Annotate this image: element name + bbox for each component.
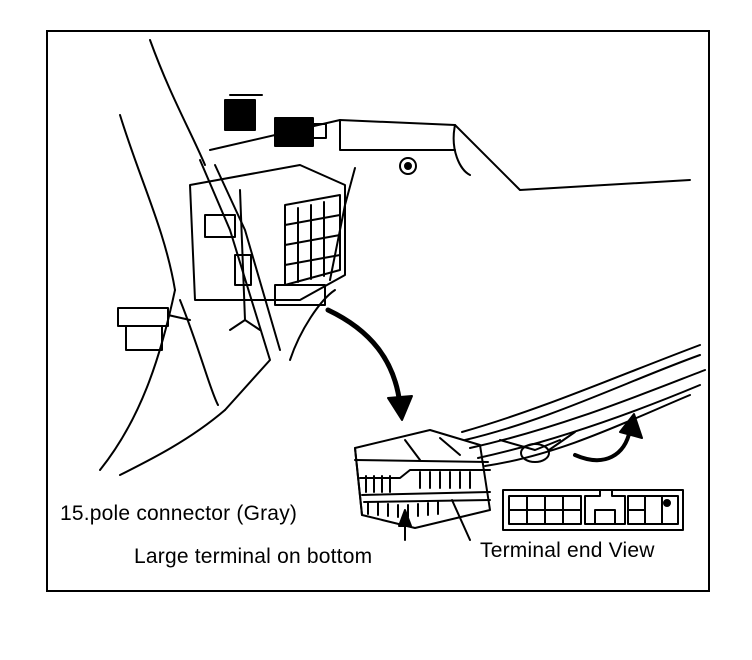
wire-harness — [461, 344, 706, 467]
leader-lines — [398, 499, 471, 541]
mounting-bracket — [117, 307, 191, 351]
relay-box — [189, 164, 346, 331]
diagram-frame — [46, 30, 710, 592]
curved-arrow-icon — [325, 307, 413, 421]
terminal-end-view — [502, 489, 684, 531]
connector-15-pole — [354, 429, 491, 529]
terminal-end-view-label: Terminal end View — [480, 539, 655, 562]
upper-connectors — [224, 94, 327, 147]
connector-label: 15.pole connector (Gray) — [60, 502, 298, 525]
large-terminal-label: Large terminal on bottom — [134, 545, 373, 568]
rotate-arrow-icon — [573, 413, 643, 463]
